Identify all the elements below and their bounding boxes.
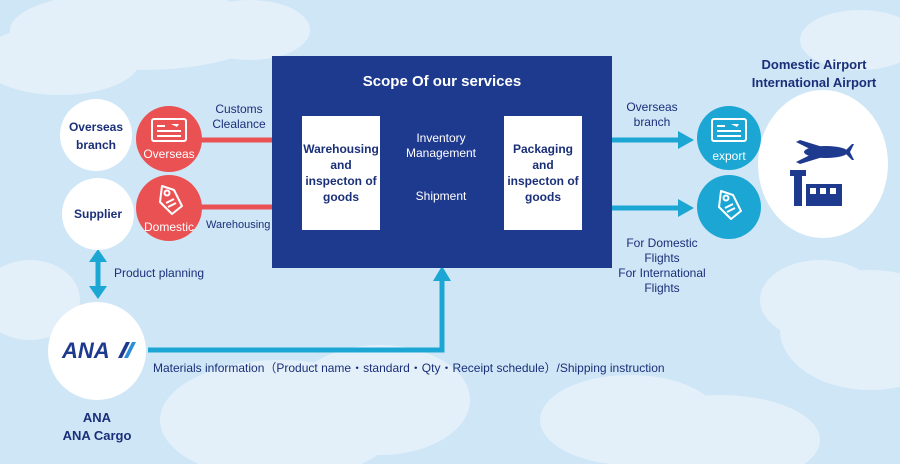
export-document-icon bbox=[711, 118, 747, 142]
export-badge-label: export bbox=[712, 149, 746, 163]
overseas-branch-right-label: Overseas branch bbox=[626, 100, 678, 129]
document-icon bbox=[151, 118, 187, 142]
supplier-circle bbox=[62, 178, 134, 250]
packaging-box: Packaging and inspecton of goods bbox=[504, 116, 582, 230]
ana-caption: ANA ANA Cargo bbox=[62, 410, 132, 443]
arrow-product-planning bbox=[89, 249, 107, 299]
materials-label: Materials information（Product name・stand… bbox=[153, 361, 665, 375]
supplier-label: Supplier bbox=[73, 207, 122, 221]
export-badge: export bbox=[697, 106, 761, 170]
product-planning-label: Product planning bbox=[114, 266, 205, 280]
overseas-branch-circle bbox=[60, 99, 132, 171]
flights-label: For Domestic Flights For International F… bbox=[618, 236, 706, 295]
domestic-badge: Domestic bbox=[136, 175, 202, 241]
airports-label: Domestic Airport International Airport bbox=[751, 57, 877, 90]
shipping-tag-icon bbox=[718, 190, 742, 220]
inventory-label: Inventory Management bbox=[405, 131, 477, 160]
shipping-tag-badge bbox=[697, 175, 761, 239]
arrow-materials-information bbox=[148, 266, 451, 353]
tag-icon bbox=[159, 185, 183, 215]
shipment-label: Shipment bbox=[415, 189, 467, 203]
overseas-badge-label: Overseas bbox=[143, 147, 195, 161]
overseas-badge: Overseas bbox=[136, 106, 202, 172]
airport-circle bbox=[758, 90, 888, 238]
overseas-branch-label: Overseas branch bbox=[68, 120, 124, 152]
ana-logo: ANA bbox=[61, 338, 136, 363]
warehousing-arrow-label: Warehousing bbox=[206, 219, 271, 231]
customs-label: Customs Clealance bbox=[212, 102, 266, 131]
ana-logo-text: ANA bbox=[61, 338, 110, 363]
warehousing-box: Warehousing and inspecton of goods bbox=[302, 116, 380, 230]
airport-icon bbox=[790, 140, 854, 206]
scope-title: Scope Of our services bbox=[362, 73, 522, 90]
domestic-badge-label: Domestic bbox=[143, 220, 194, 234]
